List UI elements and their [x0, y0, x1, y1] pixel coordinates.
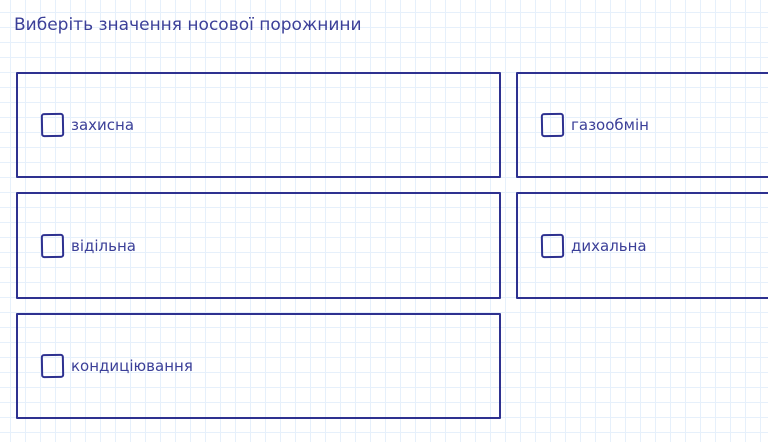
checkbox-icon[interactable] — [540, 233, 565, 258]
option-card[interactable]: кондиціювання — [16, 313, 501, 419]
checkbox-icon[interactable] — [540, 112, 565, 138]
checkbox-icon[interactable] — [40, 233, 65, 258]
question-title: Виберіть значення носової порожнини — [14, 15, 362, 35]
option-card[interactable]: газообмін — [516, 72, 768, 178]
option-label: кондиціювання — [71, 357, 193, 375]
option-label: дихальна — [571, 236, 647, 255]
option-label: захисна — [71, 116, 135, 134]
checkbox-icon[interactable] — [40, 353, 65, 379]
option-label: відільна — [71, 236, 136, 255]
checkbox-icon[interactable] — [40, 112, 65, 138]
option-card[interactable]: захисна — [16, 72, 501, 178]
option-card[interactable]: дихальна — [516, 192, 768, 299]
option-card[interactable]: відільна — [16, 192, 501, 299]
option-label: газообмін — [571, 116, 649, 134]
